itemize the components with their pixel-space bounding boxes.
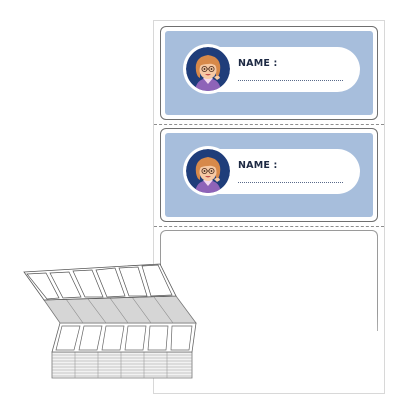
perforation-line <box>154 124 384 125</box>
name-label-text: NAME : <box>238 160 278 171</box>
raised-sheet <box>23 263 177 301</box>
avatar-badge <box>183 44 233 94</box>
name-label-card[interactable]: NAME : <box>160 128 378 222</box>
girl-avatar-icon <box>186 47 230 91</box>
stacked-pages <box>51 322 197 379</box>
name-label-text: NAME : <box>238 58 278 69</box>
name-write-line[interactable] <box>238 182 343 183</box>
perforation-line <box>154 226 384 227</box>
label-sheet: NAME : <box>153 20 385 394</box>
avatar-badge <box>183 146 233 196</box>
folded-sheet <box>43 295 197 324</box>
girl-avatar-icon <box>186 149 230 193</box>
name-label-card[interactable]: NAME : <box>160 26 378 120</box>
name-write-line[interactable] <box>238 80 343 81</box>
